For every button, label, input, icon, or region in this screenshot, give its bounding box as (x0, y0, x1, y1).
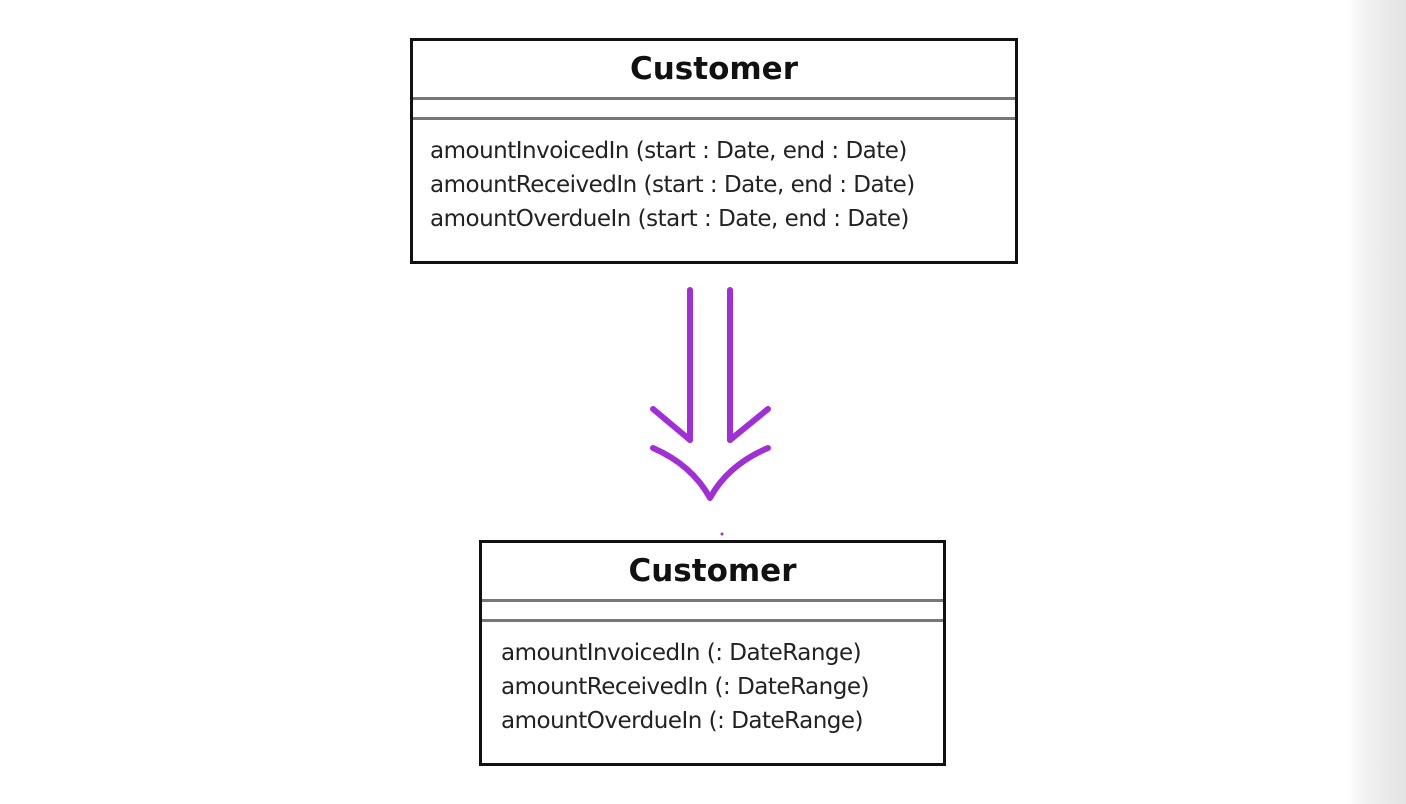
operation-amount-invoiced-in: amountInvoicedIn (start : Date, end : Da… (430, 138, 907, 164)
page-edge-shadow (1346, 0, 1406, 804)
customer-class-before: Customer amountInvoicedIn (start : Date,… (410, 38, 1018, 264)
attributes-compartment (413, 100, 1015, 120)
class-name: Customer (482, 543, 943, 602)
arrow-outer-chevron (650, 445, 771, 501)
customer-class-after: Customer amountInvoicedIn (: DateRange) … (479, 540, 946, 766)
operation-amount-overdue-in: amountOverdueIn (: DateRange) (501, 708, 864, 734)
operations-compartment: amountInvoicedIn (start : Date, end : Da… (413, 120, 1015, 236)
class-name: Customer (413, 41, 1015, 100)
operation-amount-received-in: amountReceivedIn (start : Date, end : Da… (430, 172, 915, 198)
operation-amount-overdue-in: amountOverdueIn (start : Date, end : Dat… (430, 206, 909, 232)
operations-compartment: amountInvoicedIn (: DateRange) amountRec… (482, 622, 943, 738)
operation-amount-invoiced-in: amountInvoicedIn (: DateRange) (501, 640, 862, 666)
arrow-tail-dot (720, 532, 724, 536)
attributes-compartment (482, 602, 943, 622)
refactoring-arrow-icon (650, 287, 771, 536)
operation-amount-received-in: amountReceivedIn (: DateRange) (501, 674, 869, 700)
arrow-inner-chevron (650, 406, 771, 443)
